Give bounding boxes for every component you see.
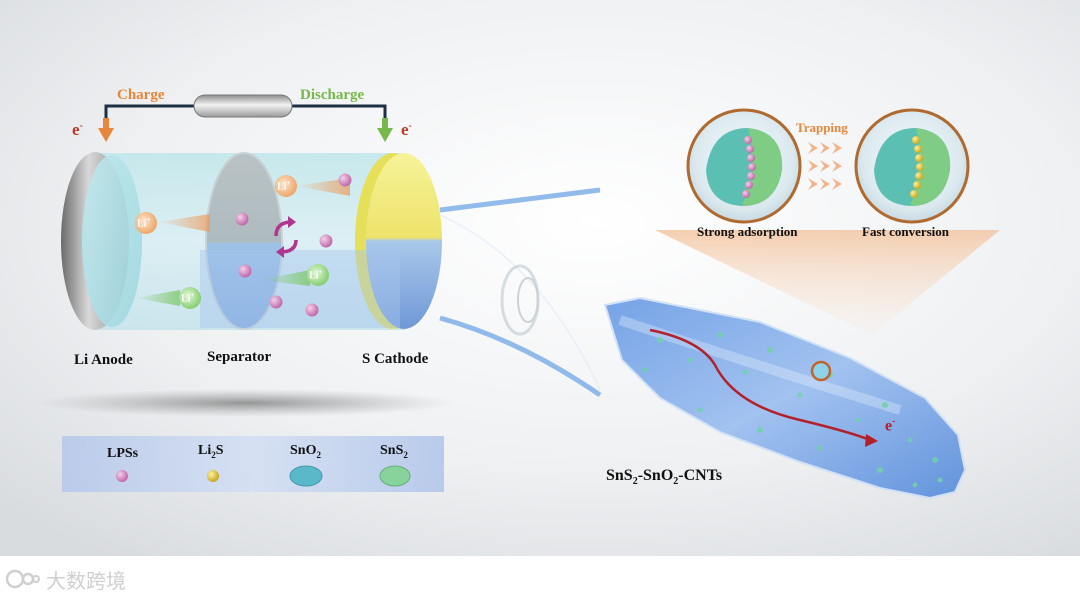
- footer-strip: [0, 556, 1080, 599]
- watermark-text: 大数跨境: [46, 565, 126, 594]
- li-ion-label: Li+: [137, 216, 150, 229]
- watermark: 大数跨境: [6, 564, 126, 594]
- trapping-label: Trapping: [796, 120, 848, 136]
- li-ion-label: Li+: [181, 291, 194, 304]
- legend-sns2-label: SnS2: [380, 443, 408, 460]
- resistor: [194, 95, 292, 117]
- sheet-electron-label: e-: [885, 416, 895, 435]
- electron-right-label: e-: [401, 120, 412, 140]
- battery: [61, 152, 442, 330]
- legend-lps-label: LPSs: [107, 446, 138, 462]
- lps-particle: [239, 265, 252, 278]
- trapping-arrows: [808, 142, 842, 190]
- lps-particle: [306, 304, 319, 317]
- zoom-spot: [812, 362, 830, 380]
- adsorption-bubble: [688, 110, 800, 222]
- battery-shadow: [35, 389, 455, 417]
- conversion-caption: Fast conversion: [862, 224, 949, 240]
- legend-li2s-label: Li2S: [198, 443, 224, 460]
- watermark-logo-icon: [6, 568, 40, 590]
- anode-label: Li Anode: [74, 352, 133, 369]
- legend-sns2-swatch: [380, 466, 410, 486]
- legend-lps-swatch: [116, 470, 128, 482]
- conversion-bubble: [856, 110, 968, 222]
- electron-left-label: e-: [72, 120, 83, 140]
- lps-particle: [320, 235, 333, 248]
- adsorption-caption: Strong adsorption: [697, 224, 798, 240]
- li-ion-label: Li+: [277, 179, 290, 192]
- composite-label: SnS2-SnO2-CNTs: [606, 467, 722, 487]
- legend-li2s-swatch: [207, 470, 219, 482]
- discharge-label: Discharge: [300, 87, 364, 104]
- anode-face: [82, 155, 142, 327]
- lps-particle: [236, 213, 249, 226]
- separator-label: Separator: [207, 349, 271, 366]
- charge-label: Charge: [117, 87, 165, 104]
- lps-particle: [270, 296, 283, 309]
- li-ion-label: Li+: [309, 268, 322, 281]
- legend-sno2-label: SnO2: [290, 443, 321, 460]
- lps-particle: [339, 174, 352, 187]
- legend-sno2-swatch: [290, 466, 322, 486]
- cathode-label: S Cathode: [362, 351, 428, 368]
